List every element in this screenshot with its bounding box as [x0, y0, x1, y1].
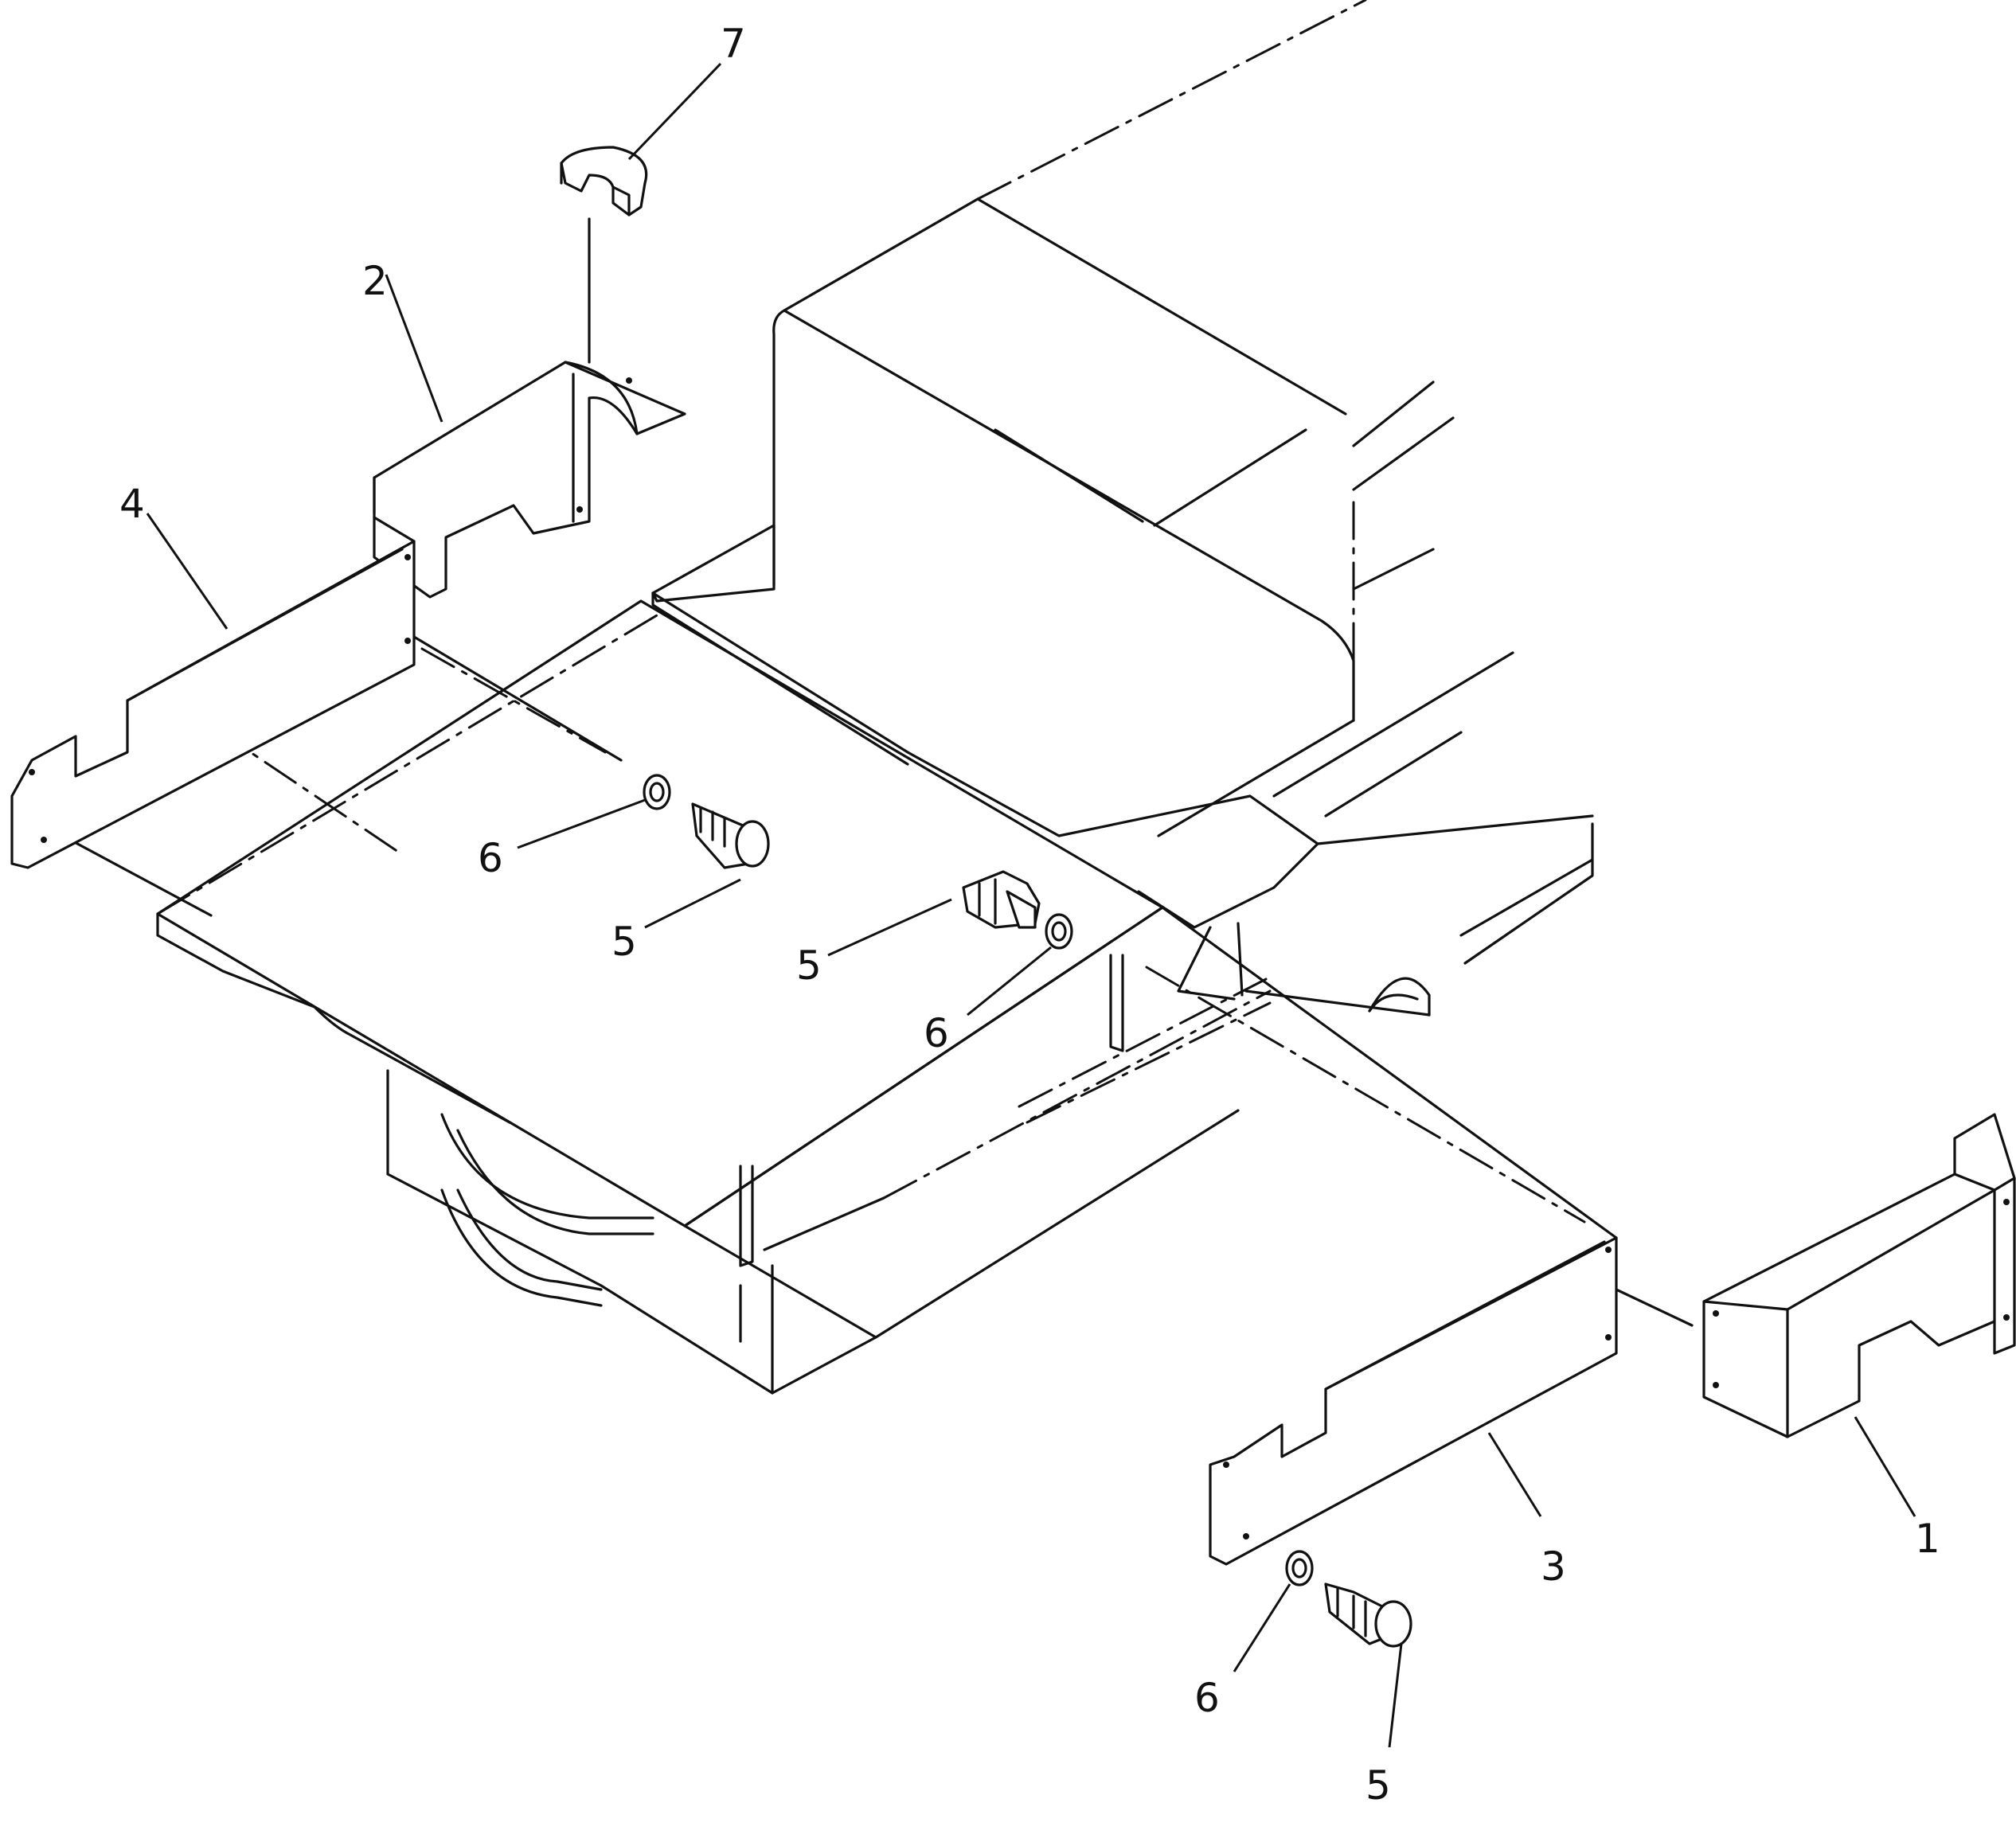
part-6-washer-b: [1045, 913, 1073, 950]
machine-frame: [46, 0, 1694, 1395]
part-5-bolt-c: [1324, 1582, 1412, 1648]
part-5-bolt-b: [962, 870, 1041, 929]
part-7-clamp: [560, 146, 648, 217]
part-1-right-cover: [1702, 1113, 2016, 1438]
callout-5-upper-left: 5: [611, 919, 637, 965]
callout-2: 2: [362, 258, 388, 304]
part-6-washer-c: [1285, 1550, 1314, 1586]
leader-lines: [146, 62, 1916, 1748]
callout-1: 1: [1915, 1516, 1940, 1562]
part-3-front-plate: [1209, 1236, 1618, 1566]
callout-6-center: 6: [924, 1010, 949, 1056]
part-5-bolt-a: [691, 802, 770, 869]
callout-5-center: 5: [796, 942, 822, 989]
callout-3: 3: [1541, 1543, 1566, 1590]
callout-5-lower: 5: [1365, 1762, 1391, 1809]
part-4-rear-plate: [10, 516, 416, 869]
callout-6-upper-left: 6: [478, 835, 503, 881]
part-6-washer-a: [643, 774, 671, 810]
callout-6-lower: 6: [1194, 1675, 1220, 1721]
part-2-bracket-cover: [373, 217, 686, 599]
callout-4: 4: [119, 481, 145, 527]
callout-7: 7: [721, 21, 746, 67]
callout-labels: 1 2 3 4 5 5 5 6 6 6 7: [119, 21, 1940, 1809]
